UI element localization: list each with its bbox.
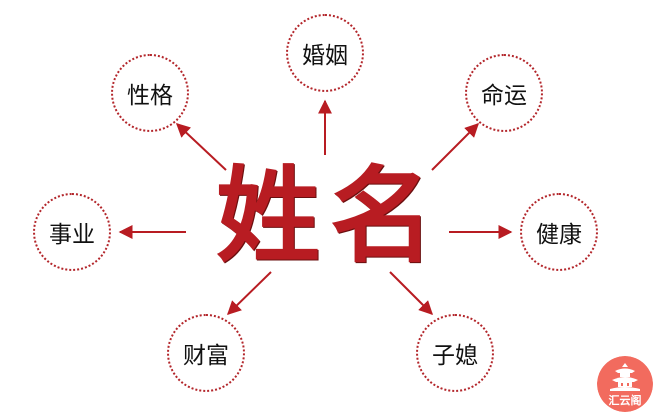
node-hunyin: 婚姻 <box>286 14 364 92</box>
pagoda-logo-icon: 汇云阁 <box>597 356 653 412</box>
node-zixi: 子媳 <box>416 314 494 392</box>
node-mingyun: 命运 <box>465 54 543 132</box>
node-jiankang: 健康 <box>520 193 598 271</box>
node-shiye: 事业 <box>33 193 111 271</box>
arrow-to-zixi <box>389 271 433 315</box>
arrow-to-xingge <box>175 123 227 171</box>
arrow-to-mingyun <box>431 123 479 171</box>
node-caifu: 财富 <box>167 314 245 392</box>
center-node-label: 姓名 <box>215 154 444 277</box>
arrow-to-caifu <box>226 271 272 315</box>
node-xingge: 性格 <box>111 54 189 132</box>
watermark-text: 汇云阁 <box>609 393 642 407</box>
